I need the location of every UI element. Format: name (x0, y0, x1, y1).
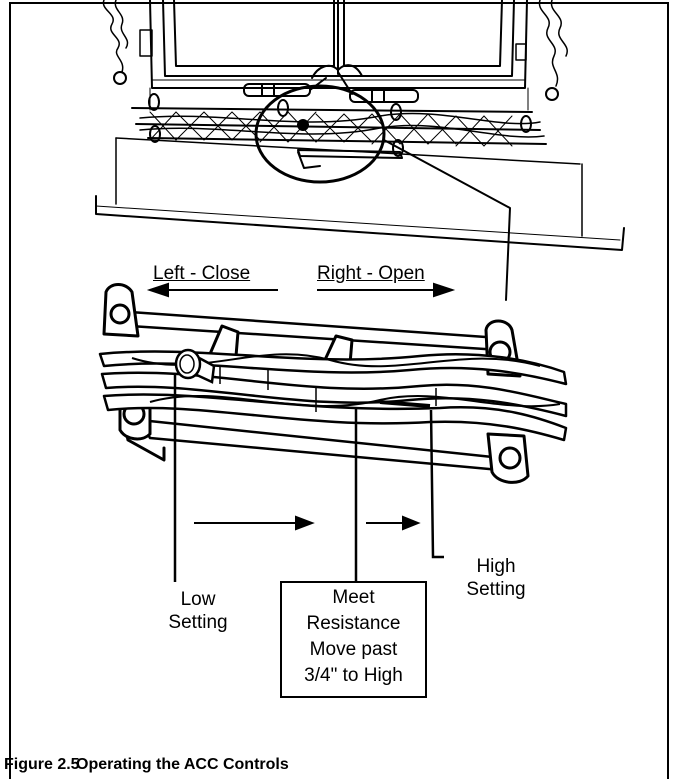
door-chain-right (538, 0, 568, 101)
travel-arrows (194, 515, 421, 531)
label-right-open: Right - Open (317, 263, 425, 284)
arrow-right-icon (433, 282, 456, 298)
resistance-note-line-4: 3/4" to High (304, 665, 403, 686)
figure-number: Figure 2.5 (4, 756, 80, 773)
resistance-note-line-2: Resistance (306, 613, 401, 634)
arrow-right-icon (295, 515, 315, 531)
door-handles (243, 64, 419, 103)
door-chain-left (102, 0, 129, 85)
figure-title: Operating the ACC Controls (76, 756, 289, 773)
control-knob (174, 348, 216, 384)
zoom-leader-line (383, 139, 511, 301)
hearth-panel (95, 137, 625, 251)
high-setting-line (429, 409, 444, 559)
zoom-circle (254, 84, 386, 184)
resistance-note-line-1: Meet (332, 587, 375, 608)
fireplace-doors (139, 0, 529, 111)
figure-caption: Figure 2.5Operating the ACC Controls (4, 756, 289, 774)
callout-lines (173, 374, 444, 582)
resistance-note-box: Meet Resistance Move past 3/4" to High (280, 581, 427, 698)
label-high-setting: High Setting (466, 556, 526, 600)
resistance-note-line-3: Move past (309, 639, 398, 660)
arrow-right-icon (402, 515, 421, 531)
label-left-close: Left - Close (153, 263, 251, 284)
direction-arrows (146, 282, 456, 298)
label-low-setting: Low Setting (168, 589, 228, 633)
upper-grate (131, 93, 547, 169)
arrow-left-icon (146, 282, 169, 298)
